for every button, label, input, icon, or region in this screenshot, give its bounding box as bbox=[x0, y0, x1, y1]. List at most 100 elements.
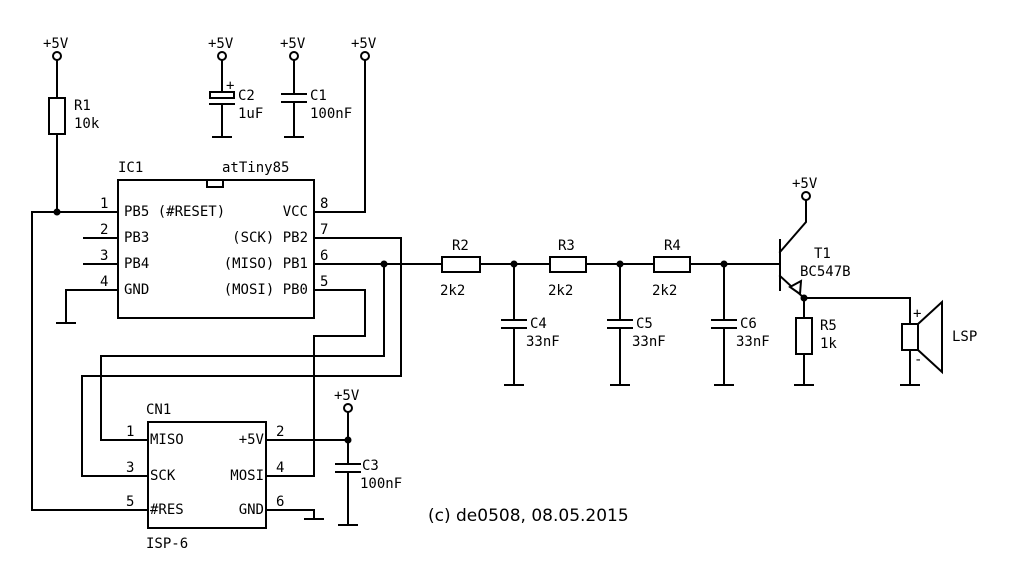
c3-group: +5V C3 100nF bbox=[295, 388, 402, 526]
cn1: CN1 ISP-6 1 3 5 MISO SCK #RES 2 4 6 +5V … bbox=[117, 402, 297, 552]
speaker-magnet bbox=[901, 323, 919, 351]
t1-emitter-arrow bbox=[788, 279, 803, 296]
t1-group: +5V T1 BC547B bbox=[778, 176, 851, 300]
ic1-pin4-num: 4 bbox=[100, 274, 108, 290]
r1-value: 10k bbox=[74, 116, 100, 132]
cn1-pin2-name: +5V bbox=[239, 432, 265, 448]
r5-ref: R5 bbox=[820, 318, 837, 334]
ic1-pin6-name: (MISO) PB1 bbox=[224, 256, 308, 272]
ic1-gnd-wire bbox=[65, 289, 85, 323]
c5-ref: C5 bbox=[636, 316, 653, 332]
cn1-pin4-num: 4 bbox=[276, 460, 284, 476]
t1-value: BC547B bbox=[800, 264, 851, 280]
power-terminal-c3 bbox=[343, 403, 353, 413]
speaker-cone bbox=[917, 299, 943, 375]
cn1-pin5-name: #RES bbox=[150, 502, 184, 518]
ic1-pin7-name: (SCK) PB2 bbox=[232, 230, 308, 246]
c2-ref: C2 bbox=[238, 88, 255, 104]
power-label-r1: +5V bbox=[43, 36, 69, 52]
r3-value: 2k2 bbox=[548, 283, 573, 299]
c2-value: 1uF bbox=[238, 106, 263, 122]
ic1-pin5-name: (MOSI) PB0 bbox=[224, 282, 308, 298]
ic1-pin1-num: 1 bbox=[100, 196, 108, 212]
ic1-pin5-num: 5 bbox=[320, 274, 328, 290]
cn1-name: ISP-6 bbox=[146, 536, 188, 552]
t1-ref: T1 bbox=[814, 246, 831, 262]
rc-filter: R2 2k2 R3 2k2 R4 2k2 C4 33nF C5 33nF C6 … bbox=[440, 238, 781, 386]
cn1-pin2-num: 2 bbox=[276, 424, 284, 440]
ic1-pin3-name: PB4 bbox=[124, 256, 149, 272]
c2-plate-positive bbox=[209, 91, 235, 99]
mosi-line bbox=[265, 289, 366, 477]
junction-dot bbox=[344, 436, 352, 444]
power-terminal-r1 bbox=[52, 51, 62, 61]
ic1-pin8-num: 8 bbox=[320, 196, 328, 212]
power-terminal-t1 bbox=[801, 191, 811, 201]
r3-body bbox=[549, 256, 587, 273]
lsp-ref: LSP bbox=[952, 329, 977, 345]
r2-body bbox=[441, 256, 481, 273]
r1-ref: R1 bbox=[74, 98, 91, 114]
r3-ref: R3 bbox=[558, 238, 575, 254]
c2-plus: + bbox=[226, 78, 234, 94]
r5-body bbox=[795, 317, 813, 355]
ic1-pin7-num: 7 bbox=[320, 222, 328, 238]
cn1-gnd-wire bbox=[295, 509, 315, 519]
c6-ref: C6 bbox=[740, 316, 757, 332]
ic1-pin8-name: VCC bbox=[283, 204, 308, 220]
ic1-pin3-num: 3 bbox=[100, 248, 108, 264]
c3-value: 100nF bbox=[360, 476, 402, 492]
cn1-pin6-num: 6 bbox=[276, 494, 284, 510]
cn1-pin4-name: MOSI bbox=[230, 468, 264, 484]
c2-group: +5V + C2 1uF bbox=[208, 36, 263, 138]
c4-value: 33nF bbox=[526, 334, 560, 350]
power-terminal-vcc bbox=[360, 51, 370, 61]
t1-collector bbox=[778, 199, 807, 254]
r5-value: 1k bbox=[820, 336, 837, 352]
ic1-ref: IC1 bbox=[118, 160, 143, 176]
ic1-part: atTiny85 bbox=[222, 160, 289, 176]
cn1-pin1-name: MISO bbox=[150, 432, 184, 448]
c1-ref: C1 bbox=[310, 88, 327, 104]
vcc-wire bbox=[343, 59, 366, 213]
power-label-c1: +5V bbox=[280, 36, 306, 52]
vcc-supply: +5V bbox=[343, 36, 377, 213]
cn1-ref: CN1 bbox=[146, 402, 171, 418]
ic1: IC1 atTiny85 1 2 3 4 PB5 (#RESET) PB3 PB… bbox=[83, 160, 345, 319]
power-terminal-c1 bbox=[289, 51, 299, 61]
miso-line bbox=[100, 263, 385, 441]
power-terminal-c2 bbox=[217, 51, 227, 61]
power-label-c3: +5V bbox=[334, 388, 360, 404]
c5-value: 33nF bbox=[632, 334, 666, 350]
c3-ref: C3 bbox=[362, 458, 379, 474]
r4-body bbox=[653, 256, 691, 273]
cn1-pin1-num: 1 bbox=[126, 424, 134, 440]
ic1-pin6-num: 6 bbox=[320, 248, 328, 264]
power-label-c2: +5V bbox=[208, 36, 234, 52]
ic1-pin1-name: PB5 (#RESET) bbox=[124, 204, 225, 220]
power-label-t1: +5V bbox=[792, 176, 818, 192]
r2-value: 2k2 bbox=[440, 283, 465, 299]
copyright-text: (c) de0508, 08.05.2015 bbox=[428, 506, 629, 526]
c4-ref: C4 bbox=[530, 316, 547, 332]
c1-group: +5V C1 100nF bbox=[280, 36, 352, 138]
ic1-pin2-name: PB3 bbox=[124, 230, 149, 246]
cn1-pin3-num: 3 bbox=[126, 460, 134, 476]
ic1-pin4-name: GND bbox=[124, 282, 149, 298]
output-stage: R5 1k + - LSP bbox=[794, 294, 977, 386]
ic1-notch bbox=[206, 179, 224, 188]
c1-value: 100nF bbox=[310, 106, 352, 122]
cn1-pin3-name: SCK bbox=[150, 468, 176, 484]
sck-line bbox=[81, 237, 402, 477]
speaker-positive-wire bbox=[803, 297, 911, 325]
ic1-gnd bbox=[56, 289, 85, 324]
r1-body bbox=[48, 97, 66, 135]
lsp-plus: + bbox=[913, 306, 921, 322]
r4-value: 2k2 bbox=[652, 283, 677, 299]
c6-value: 33nF bbox=[736, 334, 770, 350]
r4-ref: R4 bbox=[664, 238, 681, 254]
reset-line-to-isp bbox=[31, 211, 149, 511]
cn1-pin6-name: GND bbox=[239, 502, 264, 518]
cn1-pin5-num: 5 bbox=[126, 494, 134, 510]
